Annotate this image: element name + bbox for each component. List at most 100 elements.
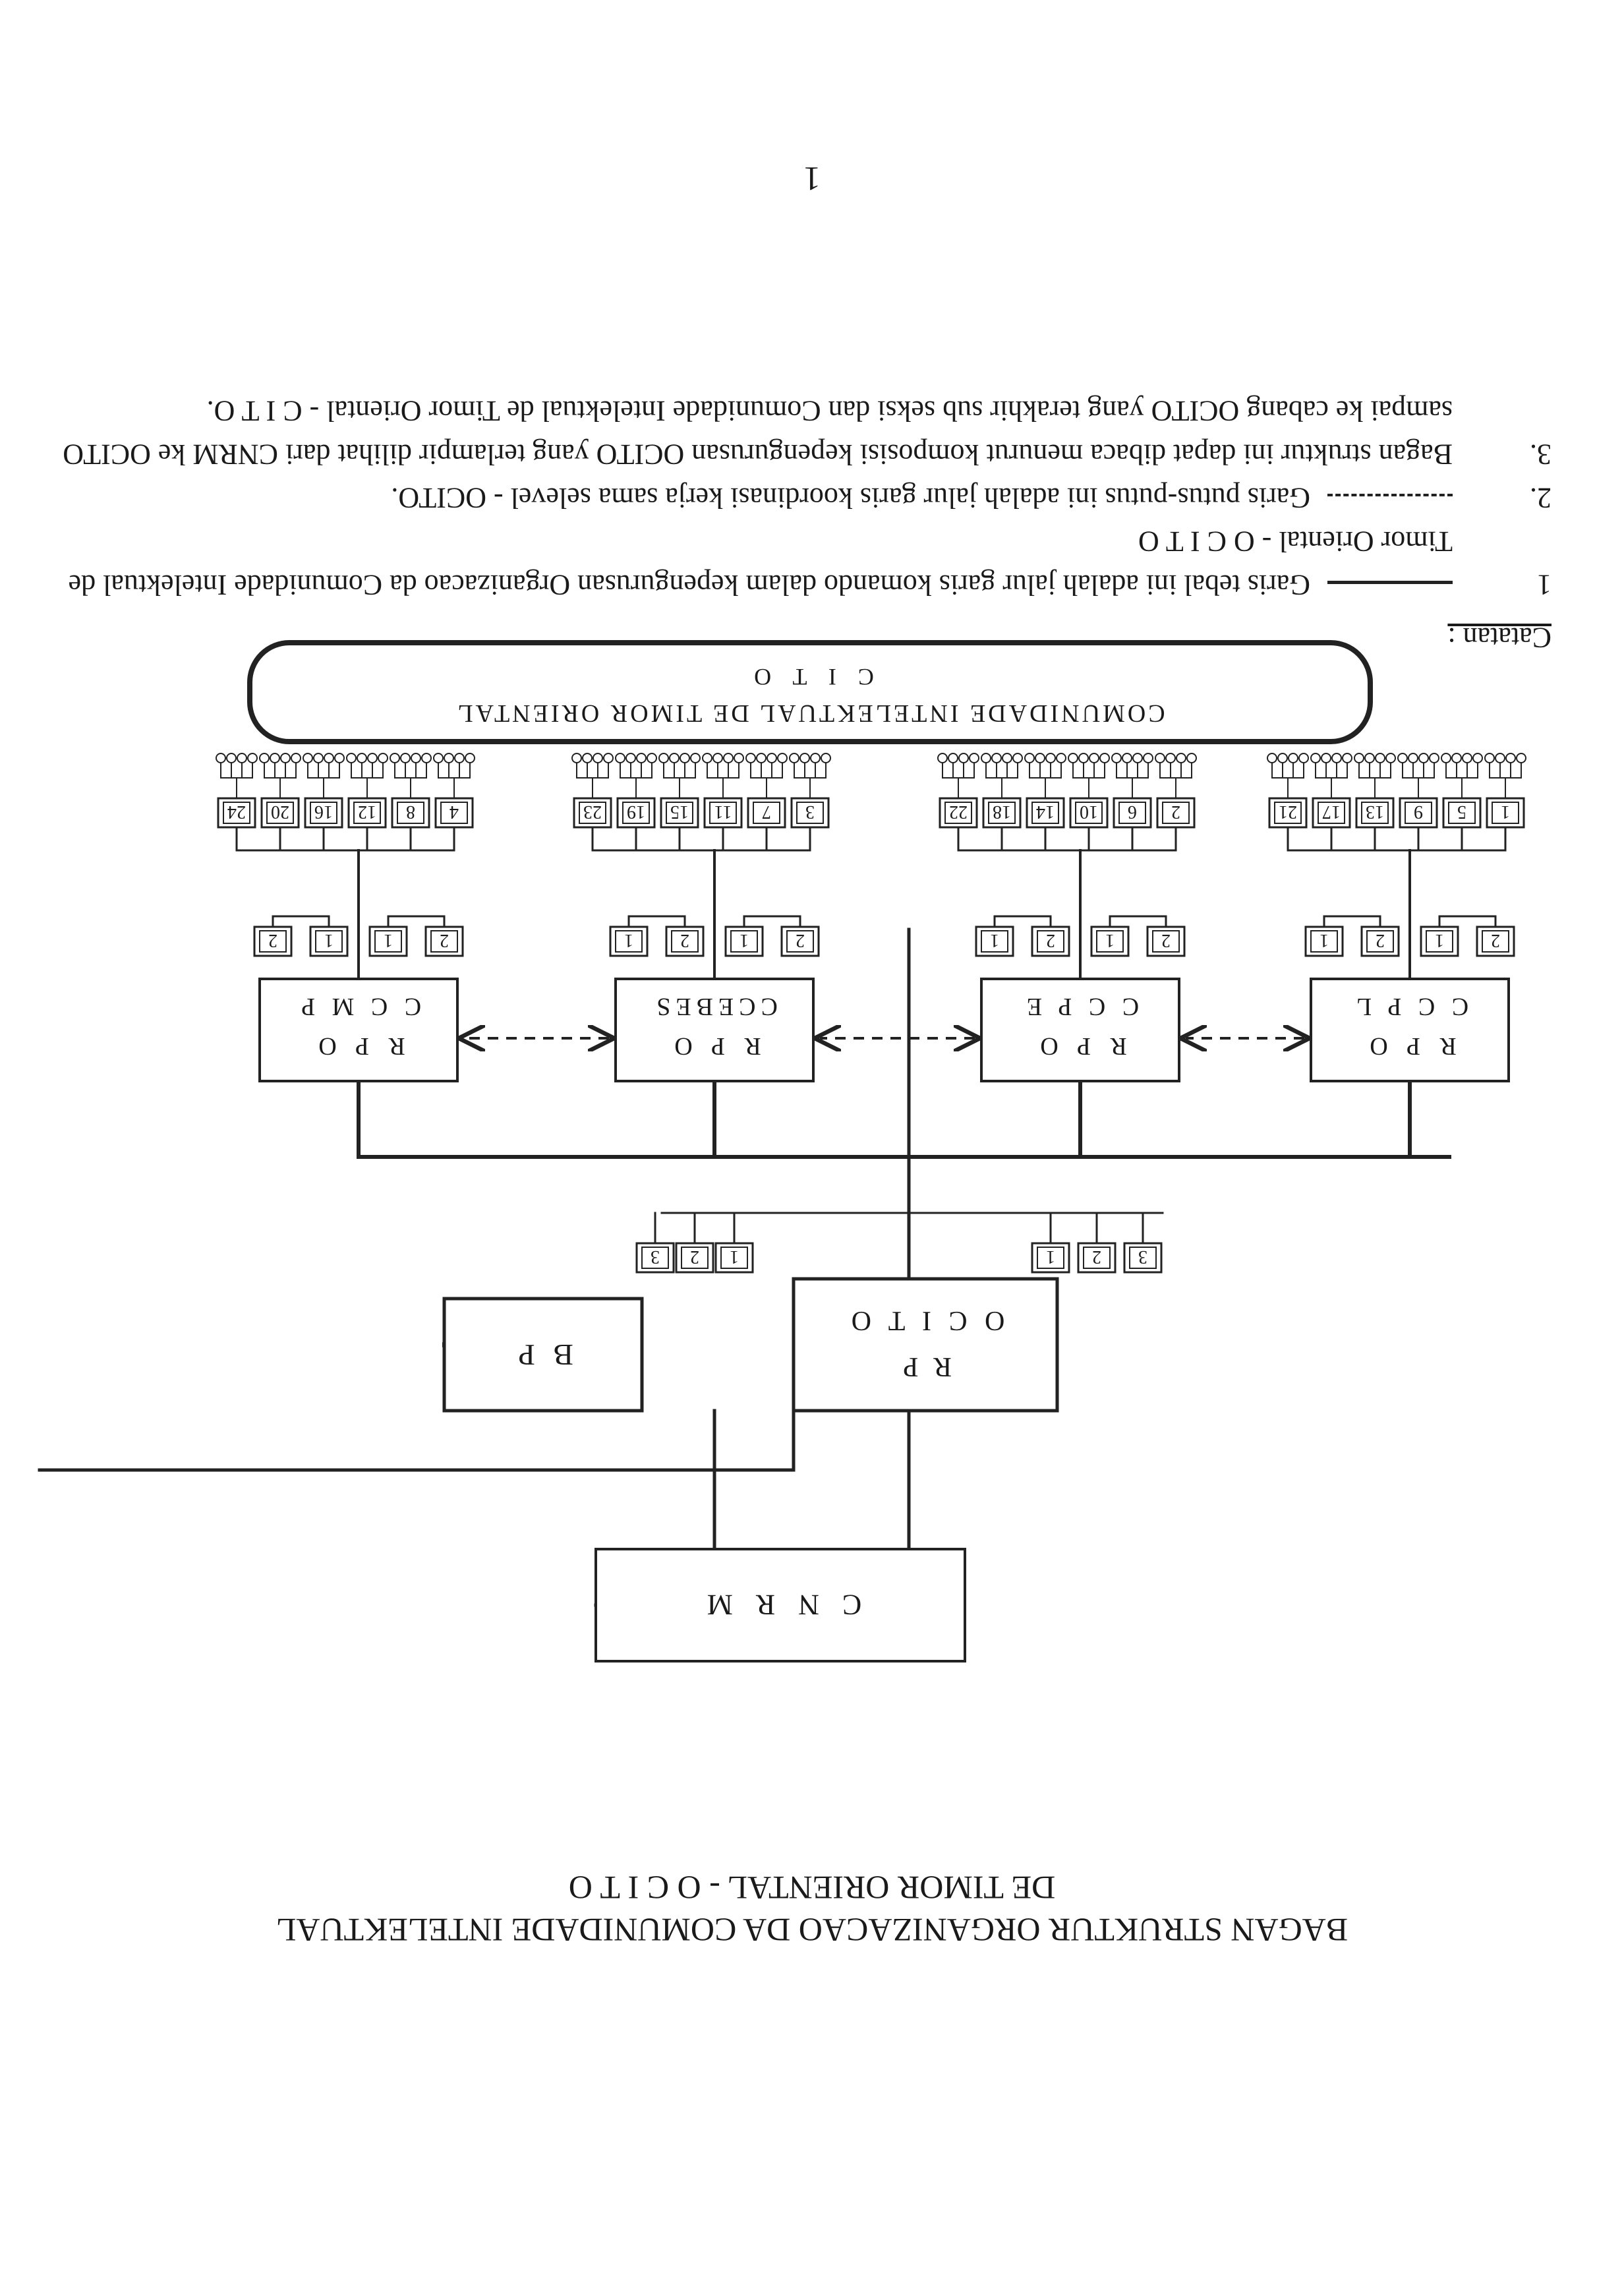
solid-line-sample: [1327, 580, 1453, 584]
bp-box: [442, 1297, 644, 1413]
sub-section-circle: [777, 753, 788, 763]
branch-box-label: 20: [271, 802, 289, 822]
branch-box-label: 22: [949, 802, 968, 822]
sub-section-circle: [636, 753, 647, 763]
branch-box-inner: [988, 802, 1016, 824]
region-sub-box-inner: [1096, 930, 1124, 953]
rp-sub-box-label: 3: [1138, 1247, 1147, 1267]
sub-section-circle: [1176, 753, 1186, 763]
sub-section-circle: [593, 753, 603, 763]
sub-section-circle: [1012, 753, 1023, 763]
sub-section-circle: [1024, 753, 1035, 763]
region-box: [258, 978, 459, 1082]
sub-section-circle: [303, 753, 313, 763]
sub-section-circle: [745, 753, 756, 763]
sub-section-circle: [1342, 753, 1352, 763]
note-1: 1 Garis tebal ini adalah jalur garis kom…: [62, 519, 1552, 606]
sub-section-circle: [1484, 753, 1495, 763]
region-sub-box-inner: [1152, 930, 1180, 953]
branch-box-label: 23: [583, 802, 602, 822]
branch-box-inner: [622, 802, 650, 824]
region-sub-box-label: 1: [1320, 930, 1329, 951]
sub-section-circle: [226, 753, 237, 763]
cito-label-2: C I T O: [746, 664, 874, 690]
sub-section-circle: [390, 753, 400, 763]
sub-section-circle: [433, 753, 444, 763]
sub-section-circle: [313, 753, 324, 763]
branch-box-label: 4: [450, 802, 459, 822]
sub-section-circle: [421, 753, 432, 763]
branch-box-label: 15: [670, 802, 689, 822]
region-sub-box-inner: [430, 930, 458, 953]
branch-box-inner: [310, 802, 337, 824]
sub-section-circle: [1375, 753, 1385, 763]
sub-section-circle: [625, 753, 636, 763]
sub-section-circle: [958, 753, 969, 763]
region-label-1: R P O: [1363, 1032, 1457, 1060]
rp-sub-box-label: 3: [651, 1247, 660, 1267]
region-sub-box-label: 1: [740, 930, 749, 951]
sub-section-circle: [444, 753, 454, 763]
sub-section-circle: [937, 753, 948, 763]
branch-box-inner: [1492, 802, 1519, 824]
sub-section-circle: [1186, 753, 1197, 763]
sub-section-circle: [1099, 753, 1110, 763]
sub-section-circle: [756, 753, 767, 763]
branch-box-inner: [1448, 802, 1476, 824]
branch-box-label: 18: [993, 802, 1011, 822]
sub-section-circle: [1002, 753, 1012, 763]
sub-section-circle: [1277, 753, 1288, 763]
region-sub-box-label: 1: [624, 930, 633, 951]
region-sub-box-label: 2: [796, 930, 805, 951]
sub-section-circle: [270, 753, 280, 763]
sub-section-circle: [465, 753, 475, 763]
branch-box-inner: [1405, 802, 1432, 824]
region-sub-box-inner: [315, 930, 343, 953]
sub-section-circle: [1462, 753, 1472, 763]
sub-section-circle: [1122, 753, 1132, 763]
branch-box-inner: [266, 802, 294, 824]
branch-box-inner: [753, 802, 780, 824]
branch-box-inner: [223, 802, 250, 824]
branch-box-label: 12: [358, 802, 376, 822]
branch-box-label: 14: [1036, 802, 1055, 822]
sub-section-circle: [658, 753, 669, 763]
region-sub-box-inner: [615, 930, 643, 953]
sub-section-circle: [1111, 753, 1122, 763]
branch-box-inner: [1162, 802, 1190, 824]
sub-section-circle: [723, 753, 734, 763]
region-sub-box-inner: [1037, 930, 1064, 953]
notes-heading: Catatan :: [1447, 622, 1552, 654]
sub-section-circle: [1089, 753, 1099, 763]
region-sub-box-inner: [1366, 930, 1394, 953]
branch-box-inner: [1274, 802, 1302, 824]
branch-box-inner: [1361, 802, 1389, 824]
note-text: Garis putus-putus ini adalah jalur garis…: [391, 482, 1310, 514]
rp-sub-box-inner: [1129, 1247, 1157, 1269]
rp-sub-box-label: 1: [1046, 1247, 1055, 1267]
sub-section-circle: [1441, 753, 1451, 763]
sub-section-circle: [582, 753, 593, 763]
sub-section-circle: [247, 753, 258, 763]
region-sub-box-inner: [730, 930, 758, 953]
sub-section-circle: [991, 753, 1002, 763]
rp-ocito-label-2: O C I T O: [846, 1305, 1005, 1336]
sub-section-circle: [571, 753, 582, 763]
sub-section-circle: [237, 753, 247, 763]
sub-section-circle: [1354, 753, 1364, 763]
note-3: 3. Bagan struktur ini dapat dibaca menur…: [62, 389, 1552, 476]
branch-box-label: 1: [1501, 802, 1510, 822]
sub-section-circle: [1505, 753, 1516, 763]
branch-box-label: 19: [627, 802, 645, 822]
note-number: 2.: [1530, 482, 1552, 514]
sub-section-circle: [1310, 753, 1321, 763]
branch-box-inner: [1318, 802, 1345, 824]
connector-lines: [38, 763, 1522, 1607]
sub-section-circle: [789, 753, 799, 763]
branch-box-label: 10: [1080, 802, 1098, 822]
branch-box-inner: [796, 802, 824, 824]
region-sub-box-label: 2: [1491, 930, 1500, 951]
region-label-2: C C P E: [1022, 993, 1139, 1020]
